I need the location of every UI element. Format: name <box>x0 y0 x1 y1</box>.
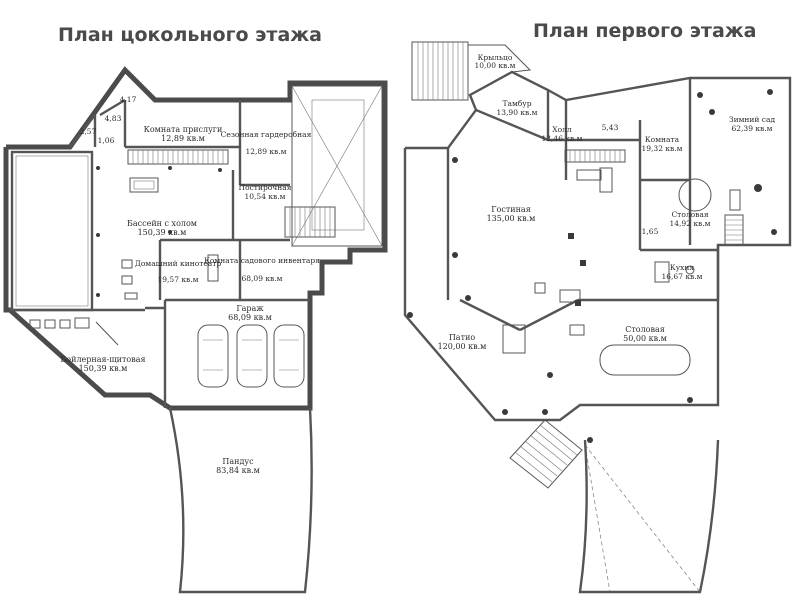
round-table-icon <box>678 178 712 212</box>
room-name-kitchen: Кухня <box>670 263 694 272</box>
room-area-garage: 68,09 кв.м <box>228 313 272 322</box>
room-area-hall: 12,46 кв.м <box>542 134 583 143</box>
room-name-patio: Патио <box>449 333 476 342</box>
ramp-outline <box>168 407 313 594</box>
room-name-garden-tools: Комната садового инвентаря <box>204 256 320 265</box>
sofa-icon <box>207 254 219 282</box>
dining-table-icon <box>599 344 691 376</box>
room-area-garden-tools: 68,09 кв.м <box>242 274 283 283</box>
car-2-icon <box>236 324 268 388</box>
room-name-porch: Крыльцо <box>478 53 513 62</box>
room-name-room: Комната <box>645 135 680 144</box>
porch-outline <box>468 44 532 73</box>
porch-stairs <box>411 41 469 101</box>
area-value-small-2: 2,57 <box>80 127 97 136</box>
room-area-boiler-room: 150,39 кв.м <box>79 364 128 373</box>
pool-water-edge <box>15 155 89 307</box>
room-name-garage: Гараж <box>236 304 264 313</box>
garage-cars <box>197 324 305 388</box>
area-value-small-room: 1,65 <box>642 227 659 236</box>
entrance-arc <box>578 439 720 594</box>
room-name-staff-room: Комната прислуги <box>144 125 223 134</box>
pool-basin <box>10 150 94 312</box>
area-value-small-1: 4,17 <box>120 95 137 104</box>
room-name-dining-large: Столовая <box>625 325 665 334</box>
room-area-seasonal-wardrobe: 12,89 кв.м <box>246 147 287 156</box>
first-floor-interior-walls <box>446 78 720 332</box>
room-name-winter-garden: Зимний сад <box>729 115 776 124</box>
room-area-dining-large: 50,00 кв.м <box>623 334 667 343</box>
basement-plan-title: План цокольного этажа <box>58 24 322 46</box>
basement-plan: Бассейн с холом 150,39 кв.м Комната прис… <box>3 66 388 594</box>
room-name-boiler-room: Бойлерная-щитовая <box>60 355 145 364</box>
room-area-staff-room: 12,89 кв.м <box>161 134 205 143</box>
basement-interior-walls <box>10 98 310 408</box>
basement-stair-void <box>291 85 383 247</box>
room-area-pool-hall: 150,39 кв.м <box>138 228 187 237</box>
plant-icons <box>407 89 777 443</box>
basement-stairs-outside <box>284 206 336 238</box>
ramp-hint-lines <box>584 444 701 593</box>
room-name-ramp: Пандус <box>222 457 254 466</box>
first-floor-furniture <box>502 149 744 376</box>
room-name-living-room: Гостиная <box>491 205 531 214</box>
room-area-winter-garden: 62,39 кв.м <box>732 124 773 133</box>
room-area-porch: 10,00 кв.м <box>475 61 516 70</box>
car-1-icon <box>197 324 229 388</box>
room-area-vestibule: 13,90 кв.м <box>497 108 538 117</box>
basement-fixtures <box>29 166 222 346</box>
table-icon <box>129 177 159 193</box>
room-name-seasonal-wardrobe: Сезонная гардеробная <box>221 130 312 139</box>
void-diagonal-2 <box>291 85 383 247</box>
room-area-ramp: 83,84 кв.м <box>216 466 260 475</box>
room-name-dining-small: Столовая <box>671 210 708 219</box>
first-floor-plan-title: План первого этажа <box>533 20 757 42</box>
area-value-small-3: 4,83 <box>105 114 122 123</box>
room-area-living-room: 135,00 кв.м <box>487 214 536 223</box>
basement-stairs-hall <box>127 149 229 165</box>
fireplace-icon <box>502 324 526 354</box>
room-area-patio: 120,00 кв.м <box>438 342 487 351</box>
first-floor-outer-wall <box>403 70 792 422</box>
room-area-laundry: 10,54 кв.м <box>245 192 286 201</box>
area-value-bath: 5,43 <box>602 123 619 132</box>
first-floor-plan: Крыльцо 10,00 кв.м Тамбур 13,90 кв.м Хол… <box>403 41 792 594</box>
car-3-icon <box>273 324 305 388</box>
room-name-laundry: Постирочная <box>239 183 292 192</box>
patio-stairs <box>509 419 583 489</box>
sofa-icon <box>576 169 602 181</box>
void-inner-frame <box>311 99 365 231</box>
room-area-room: 19,32 кв.м <box>642 144 683 153</box>
room-area-kitchen: 16,67 кв.м <box>662 272 703 281</box>
area-value-small-4: 1,06 <box>98 136 115 145</box>
room-name-vestibule: Тамбур <box>502 99 531 108</box>
room-name-pool-hall: Бассейн с холом <box>127 219 197 228</box>
room-name-home-cinema: Домашний кинотеатр <box>135 259 222 268</box>
room-name-hall: Холл <box>552 125 572 134</box>
room-area-dining-small: 14,92 кв.м <box>670 219 711 228</box>
basement-outer-wall <box>3 66 388 411</box>
room-area-home-cinema: 19,57 кв.м <box>158 275 199 284</box>
